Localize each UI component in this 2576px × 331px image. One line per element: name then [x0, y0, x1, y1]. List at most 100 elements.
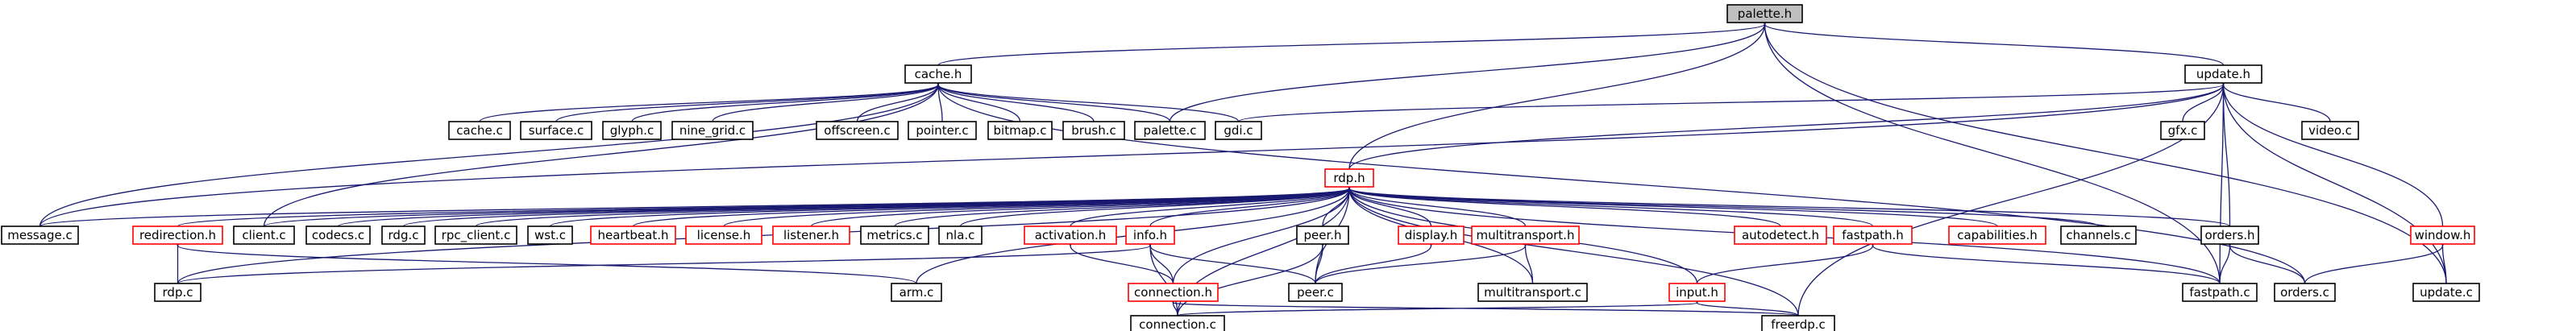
node-nla-c[interactable]: nla.c [938, 225, 983, 245]
node-gfx-c[interactable]: gfx.c [2160, 121, 2205, 140]
node-rpc-client-c[interactable]: rpc_client.c [434, 225, 517, 245]
node-connection-h[interactable]: connection.h [1128, 283, 1219, 302]
node-message-c[interactable]: message.c [1, 225, 79, 245]
node-window-h[interactable]: window.h [2410, 225, 2475, 245]
edge-freerdp_c-to-connection_h [1167, 293, 1799, 317]
node-multitransport-h[interactable]: multitransport.h [1471, 225, 1580, 245]
edge-autodetect_h-to-rdp_h [1344, 180, 1781, 227]
node-video-c[interactable]: video.c [2301, 121, 2359, 140]
edge-cache_c-to-cache_h [479, 76, 944, 122]
node-label: offscreen.c [824, 123, 890, 138]
node-label: client.c [242, 228, 285, 242]
node-bitmap-c[interactable]: bitmap.c [987, 121, 1053, 140]
node-channels-c[interactable]: channels.c [2060, 225, 2137, 245]
node-palette-c[interactable]: palette.c [1134, 121, 1206, 140]
node-box [685, 225, 762, 245]
node-label: metrics.c [866, 228, 922, 242]
node-layer: palette.h cache.h update.h cache.c surface.c… [1, 4, 2480, 331]
node-pointer-c[interactable]: pointer.c [908, 121, 977, 140]
node-box [1726, 4, 1803, 23]
node-update-h[interactable]: update.h [2184, 64, 2262, 84]
edge-pointer_c-to-cache_h [933, 76, 943, 122]
node-label: autodetect.h [1742, 228, 1819, 242]
node-info-h[interactable]: info.h [1125, 225, 1175, 245]
node-rdp-h[interactable]: rdp.h [1324, 168, 1374, 188]
node-input-h[interactable]: input.h [1668, 283, 1726, 302]
node-nine-grid-c[interactable]: nine_grid.c [671, 121, 754, 140]
node-label: video.c [2308, 123, 2352, 138]
node-box [938, 225, 983, 245]
node-cache-c[interactable]: cache.c [448, 121, 511, 140]
node-orders-c[interactable]: orders.c [2274, 283, 2336, 302]
node-display-h[interactable]: display.h [1398, 225, 1465, 245]
node-activation-h[interactable]: activation.h [1024, 225, 1117, 245]
edge-arm_c-to-redirection_h [172, 237, 917, 284]
node-box [1324, 168, 1374, 188]
node-freerdp-c[interactable]: freerdp.c [1761, 315, 1835, 331]
node-cache-h[interactable]: cache.h [904, 64, 972, 84]
node-box [1, 225, 79, 245]
node-box [2301, 121, 2359, 140]
node-box [1134, 121, 1206, 140]
node-palette-h: palette.h [1726, 4, 1803, 23]
node-box [671, 121, 754, 140]
node-codecs-c[interactable]: codecs.c [305, 225, 371, 245]
node-capabilities-h[interactable]: capabilities.h [1948, 225, 2046, 245]
node-orders-h[interactable]: orders.h [2200, 225, 2259, 245]
edge-surface_c-to-cache_h [555, 76, 944, 122]
node-peer-c[interactable]: peer.c [1288, 283, 1343, 302]
node-box [1130, 315, 1225, 331]
node-autodetect-h[interactable]: autodetect.h [1734, 225, 1827, 245]
node-brush-c[interactable]: brush.c [1062, 121, 1125, 140]
node-listener-h[interactable]: listener.h [772, 225, 850, 245]
node-surface-c[interactable]: surface.c [520, 121, 592, 140]
edge-orders_c-to-window_h [2304, 237, 2448, 284]
node-label: update.h [2196, 67, 2250, 81]
edge-info_h-to-rdp_h [1149, 180, 1354, 227]
node-connection-c[interactable]: connection.c [1130, 315, 1225, 331]
node-wst-c[interactable]: wst.c [527, 225, 573, 245]
node-rdg-c[interactable]: rdg.c [381, 225, 426, 245]
node-license-h[interactable]: license.h [685, 225, 762, 245]
node-gdi-c[interactable]: gdi.c [1215, 121, 1262, 140]
node-multitransport-c[interactable]: multitransport.c [1477, 283, 1588, 302]
node-offscreen-c[interactable]: offscreen.c [816, 121, 899, 140]
node-box [1288, 283, 1343, 302]
node-label: rpc_client.c [442, 228, 511, 243]
node-metrics-c[interactable]: metrics.c [860, 225, 929, 245]
node-heartbeat-h[interactable]: heartbeat.h [590, 225, 676, 245]
node-label: gdi.c [1224, 123, 1253, 138]
node-box [1471, 225, 1580, 245]
edge-update_c-to-window_h [2437, 237, 2448, 284]
node-update-c[interactable]: update.c [2412, 283, 2480, 302]
node-client-c[interactable]: client.c [233, 225, 295, 245]
edge-brush_c-to-cache_h [933, 76, 1095, 122]
edge-client_c-to-cache_h [263, 76, 943, 227]
node-label: bitmap.c [994, 123, 1047, 138]
node-fastpath-c[interactable]: fastpath.c [2182, 283, 2258, 302]
node-rdp-c[interactable]: rdp.c [154, 283, 202, 302]
edge-orders_h-to-rdp_h [1344, 180, 2231, 227]
node-label: arm.c [900, 285, 934, 300]
node-redirection-h[interactable]: redirection.h [132, 225, 223, 245]
node-fastpath-h[interactable]: fastpath.h [1833, 225, 1913, 245]
edge-cache_h-to-palette_h [937, 15, 1770, 66]
node-label: connection.c [1139, 317, 1216, 331]
node-peer-h[interactable]: peer.h [1296, 225, 1349, 245]
node-box [908, 121, 977, 140]
edge-offscreen_c-to-cache_h [856, 76, 943, 122]
edge-nla_c-to-rdp_h [959, 180, 1355, 227]
node-box [1833, 225, 1913, 245]
node-arm-c[interactable]: arm.c [891, 283, 942, 302]
node-box [1477, 283, 1588, 302]
node-box [1024, 225, 1117, 245]
node-box [816, 121, 899, 140]
node-glyph-c[interactable]: glyph.c [602, 121, 662, 140]
edge-connection_h-to-rdp_h [1172, 180, 1354, 284]
node-box [527, 225, 573, 245]
edge-palette_c-to-palette_h [1169, 15, 1770, 122]
node-label: heartbeat.h [597, 228, 668, 242]
edge-layer [39, 15, 2448, 317]
edge-activation_h-to-rdp_h [1070, 180, 1355, 227]
node-box [1062, 121, 1125, 140]
